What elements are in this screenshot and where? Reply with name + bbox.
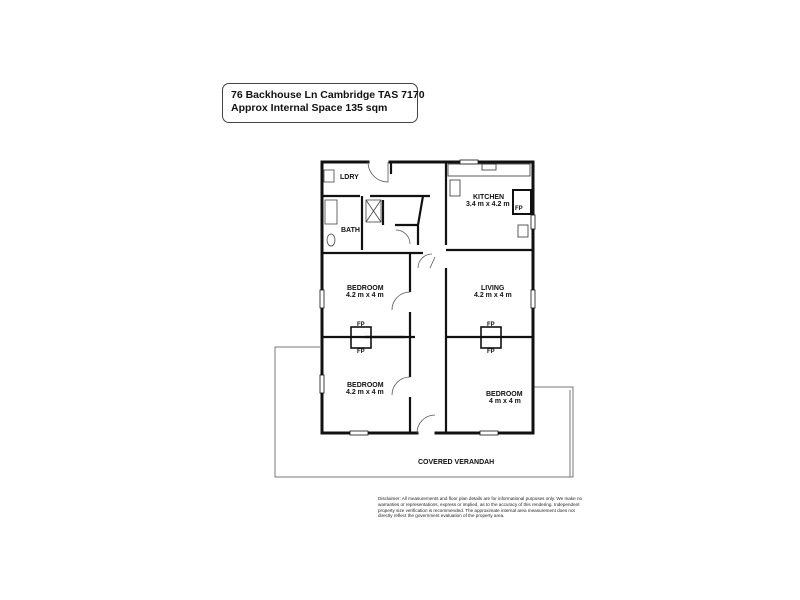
room-label-living: LIVING [481, 285, 505, 292]
room-label-bedroom-2: BEDROOM [347, 382, 384, 389]
room-label-kitchen: KITCHEN [473, 194, 504, 201]
fp-label-living: FP [487, 322, 495, 328]
kitchen-fittings [447, 163, 532, 238]
verandah-outline [274, 346, 574, 478]
room-size-bedroom-3: 4 m x 4 m [489, 398, 521, 405]
disclaimer-text: Disclaimer: All measurements and floor p… [378, 496, 583, 519]
door-swings [367, 161, 436, 434]
fp-label-bedroom-1: FP [357, 322, 365, 328]
room-size-bedroom-2: 4.2 m x 4 m [346, 389, 384, 396]
interior-walls [322, 162, 533, 433]
fp-label-bedroom-2: FP [357, 349, 365, 355]
room-size-kitchen: 3.4 m x 4.2 m [466, 201, 510, 208]
room-size-bedroom-1: 4.2 m x 4 m [346, 292, 384, 299]
property-area: Approx Internal Space 135 sqm [231, 102, 388, 114]
room-label-bath: BATH [341, 227, 360, 234]
room-size-living: 4.2 m x 4 m [474, 292, 512, 299]
room-label-bedroom-1: BEDROOM [347, 285, 384, 292]
area-label-verandah: COVERED VERANDAH [418, 459, 494, 466]
bathroom-fittings [323, 169, 382, 247]
room-label-ldry: LDRY [340, 174, 359, 181]
property-title-box: 76 Backhouse Ln Cambridge TAS 7170 Appro… [222, 83, 425, 123]
property-address: 76 Backhouse Ln Cambridge TAS 7170 [231, 89, 425, 101]
room-label-bedroom-3: BEDROOM [486, 391, 523, 398]
fp-label-bedroom-3: FP [487, 349, 495, 355]
fireplaces [350, 326, 502, 349]
fp-label-kitchen: FP [515, 206, 523, 212]
